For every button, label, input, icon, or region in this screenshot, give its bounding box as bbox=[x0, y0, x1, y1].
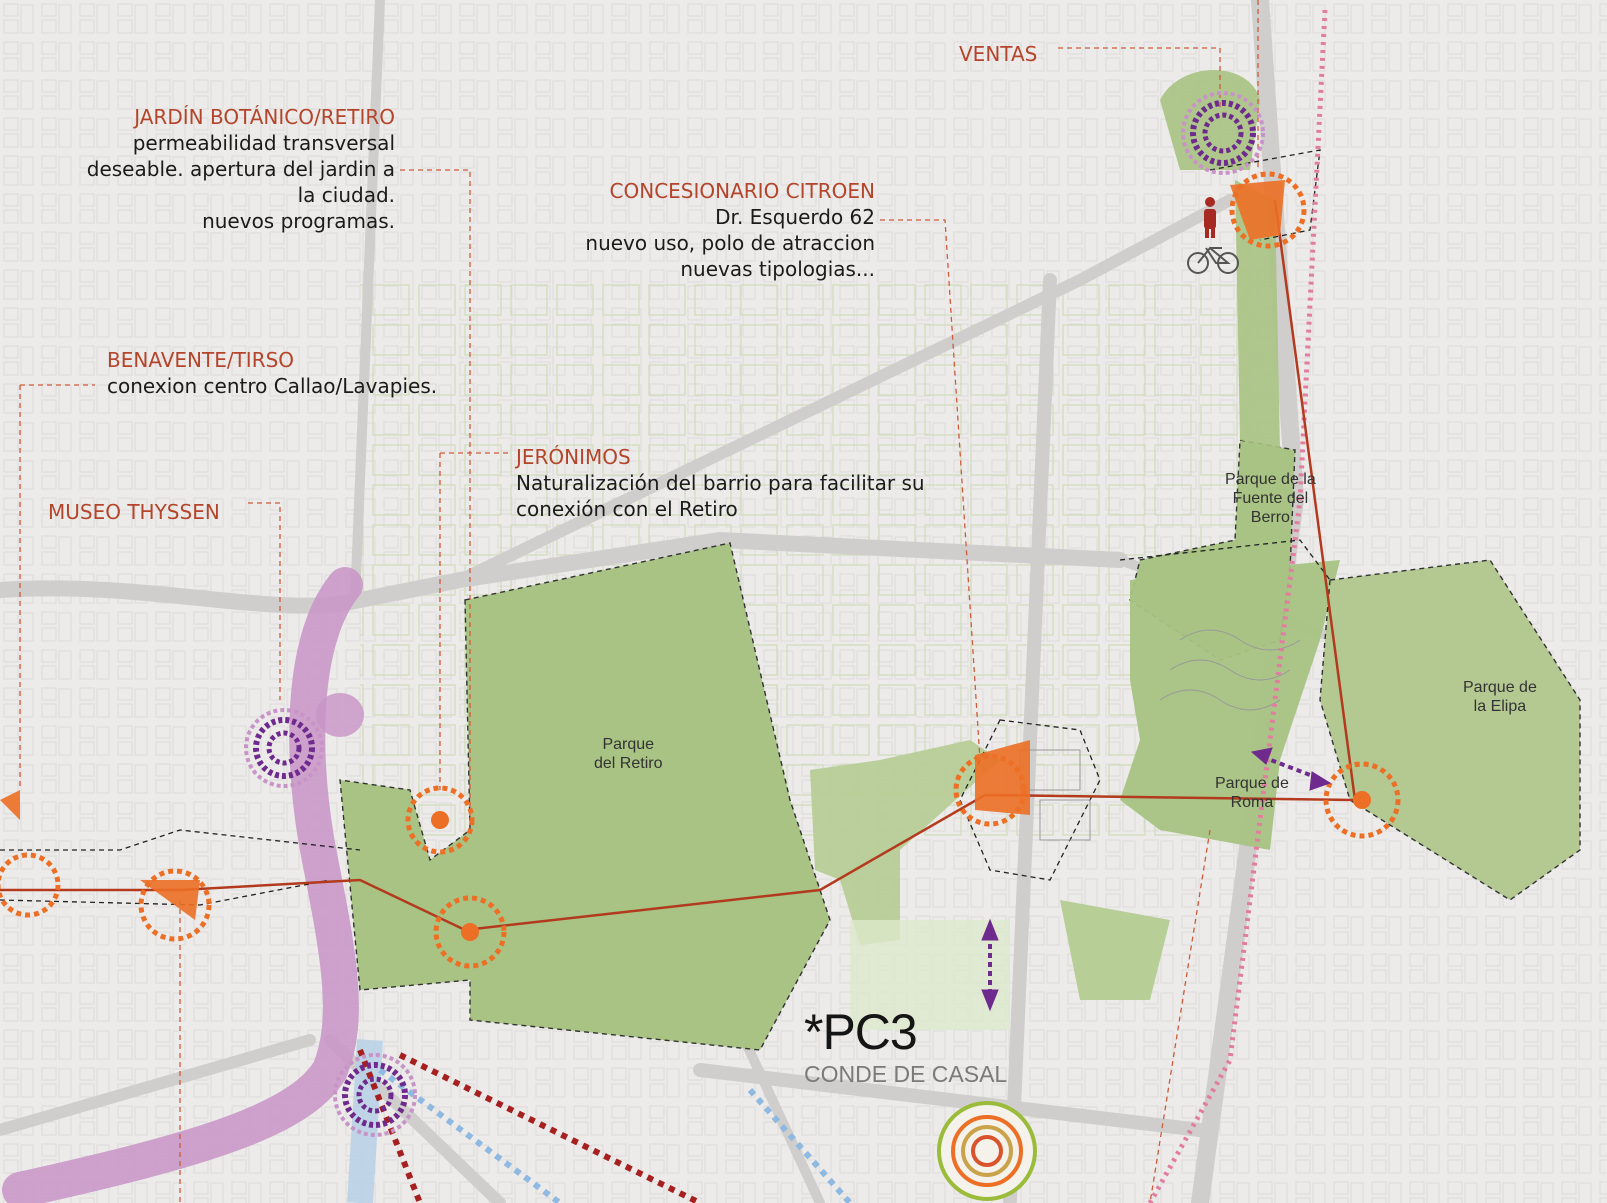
bicycle-icon bbox=[1187, 246, 1239, 274]
label-benavente-tirso: BENAVENTE/TIRSO conexion centro Callao/L… bbox=[107, 347, 437, 399]
pedestrian-icon bbox=[1204, 197, 1216, 238]
jardin-line3: la ciudad. bbox=[297, 183, 395, 207]
dotted-path-blue-2 bbox=[747, 1088, 853, 1203]
park-elipa bbox=[1319, 559, 1581, 901]
jardin-line4: nuevos programas. bbox=[202, 209, 395, 233]
retiro-line2: del Retiro bbox=[594, 755, 663, 772]
axis-node bbox=[316, 693, 364, 737]
roma-line2: Roma bbox=[1230, 794, 1274, 811]
district-boundaries bbox=[0, 149, 1331, 906]
jardin-title: JARDÍN BOTÁNICO/RETIRO bbox=[134, 105, 395, 129]
dotted-path-red bbox=[357, 1048, 423, 1203]
site-markers bbox=[0, 180, 1285, 920]
roma-line1: Parque de bbox=[1215, 775, 1289, 792]
park-label-retiro: Parque del Retiro bbox=[594, 735, 662, 773]
park-small bbox=[1060, 900, 1170, 1000]
dotted-path-red-2 bbox=[398, 1052, 702, 1203]
fuente-berro-line2: Fuente del bbox=[1232, 490, 1309, 507]
jardin-line1: permeabilidad transversal bbox=[132, 131, 395, 155]
jeronimos-line1: Naturalización del barrio para facilitar… bbox=[516, 471, 925, 495]
park-label-roma: Parque de Roma bbox=[1215, 774, 1289, 812]
label-ventas: VENTAS bbox=[959, 41, 1037, 67]
fuente-berro-line1: Parque de la bbox=[1225, 471, 1316, 488]
project-name: CONDE DE CASAL bbox=[804, 1061, 1008, 1087]
citroen-line2: nuevo uso, polo de atraccion bbox=[585, 231, 875, 255]
park-retiro bbox=[339, 542, 831, 1051]
elipa-line1: Parque de bbox=[1463, 679, 1537, 696]
label-concesionario-citroen: CONCESIONARIO CITROEN Dr. Esquerdo 62 nu… bbox=[535, 178, 875, 282]
orange-nodes bbox=[0, 171, 1401, 969]
park-label-elipa: Parque de la Elipa bbox=[1463, 678, 1537, 716]
label-jeronimos: JERÓNIMOS Naturalización del barrio para… bbox=[516, 444, 925, 522]
ventas-title: VENTAS bbox=[959, 42, 1038, 66]
label-museo-thyssen: MUSEO THYSSEN bbox=[48, 499, 220, 525]
dotted-path-blue bbox=[378, 1067, 562, 1203]
railway-line bbox=[1147, 9, 1328, 1203]
park-roma bbox=[1120, 560, 1340, 850]
jeronimos-line2: conexión con el Retiro bbox=[516, 497, 738, 521]
benavente-line1: conexion centro Callao/Lavapies. bbox=[107, 374, 438, 398]
benavente-title: BENAVENTE/TIRSO bbox=[107, 348, 295, 372]
park-label-fuente-berro: Parque de la Fuente del Berro bbox=[1225, 470, 1316, 527]
citroen-title: CONCESIONARIO CITROEN bbox=[609, 179, 875, 203]
jeronimos-title: JERÓNIMOS bbox=[516, 445, 631, 469]
jardin-line2: deseable. apertura del jardin a bbox=[86, 157, 395, 181]
route-line bbox=[0, 199, 1357, 932]
thyssen-title: MUSEO THYSSEN bbox=[48, 500, 220, 524]
citroen-line3: nuevas tipologias... bbox=[680, 257, 875, 281]
label-jardin-botanico: JARDÍN BOTÁNICO/RETIRO permeabilidad tra… bbox=[45, 104, 395, 234]
leader-lines bbox=[19, 0, 1259, 1203]
elipa-line2: la Elipa bbox=[1473, 698, 1527, 715]
citroen-line1: Dr. Esquerdo 62 bbox=[715, 205, 875, 229]
two-way-arrow-icon bbox=[981, 747, 1332, 1012]
retiro-line1: Parque bbox=[602, 736, 655, 753]
fuente-berro-line3: Berro bbox=[1250, 509, 1290, 526]
prado-axis bbox=[2, 567, 363, 1203]
purple-nodes bbox=[244, 91, 1265, 1137]
project-code: *PC3 bbox=[804, 1004, 918, 1060]
pc3-target-marker bbox=[937, 1101, 1037, 1201]
